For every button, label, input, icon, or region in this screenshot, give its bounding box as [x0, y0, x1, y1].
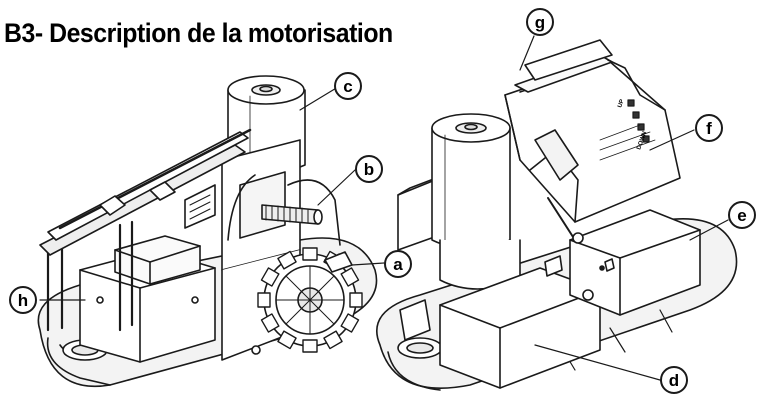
callout-c-label: c: [343, 77, 352, 96]
right-motor-unit: [376, 39, 738, 391]
callout-b-label: b: [364, 160, 374, 179]
battery: [439, 267, 601, 389]
control-board: [504, 39, 681, 244]
callout-a: a: [384, 250, 412, 278]
callout-e-label: e: [737, 206, 746, 225]
callout-h: h: [9, 286, 37, 314]
board-label-up: UP: [617, 99, 625, 109]
callout-d: d: [660, 366, 688, 394]
callout-d-label: d: [669, 371, 679, 390]
callout-g: g: [526, 8, 554, 36]
limit-rail: [39, 128, 252, 256]
callout-h-label: h: [18, 291, 28, 310]
callout-g-label: g: [535, 13, 545, 32]
callout-a-label: a: [393, 255, 403, 274]
callout-e: e: [728, 201, 756, 229]
callout-b: b: [355, 155, 383, 183]
drive-gear: [257, 247, 363, 353]
transformer: [79, 235, 216, 363]
callouts: c b a h g f e d: [9, 8, 756, 394]
page-title: B3- Description de la motorisation: [4, 18, 393, 48]
threaded-rod: [227, 174, 341, 246]
left-motor-unit: [37, 75, 378, 387]
callout-f-label: f: [706, 119, 712, 138]
leader-lines: [39, 35, 729, 381]
callout-c: c: [334, 72, 362, 100]
capacitor: [569, 209, 701, 316]
callout-f: f: [695, 114, 723, 142]
